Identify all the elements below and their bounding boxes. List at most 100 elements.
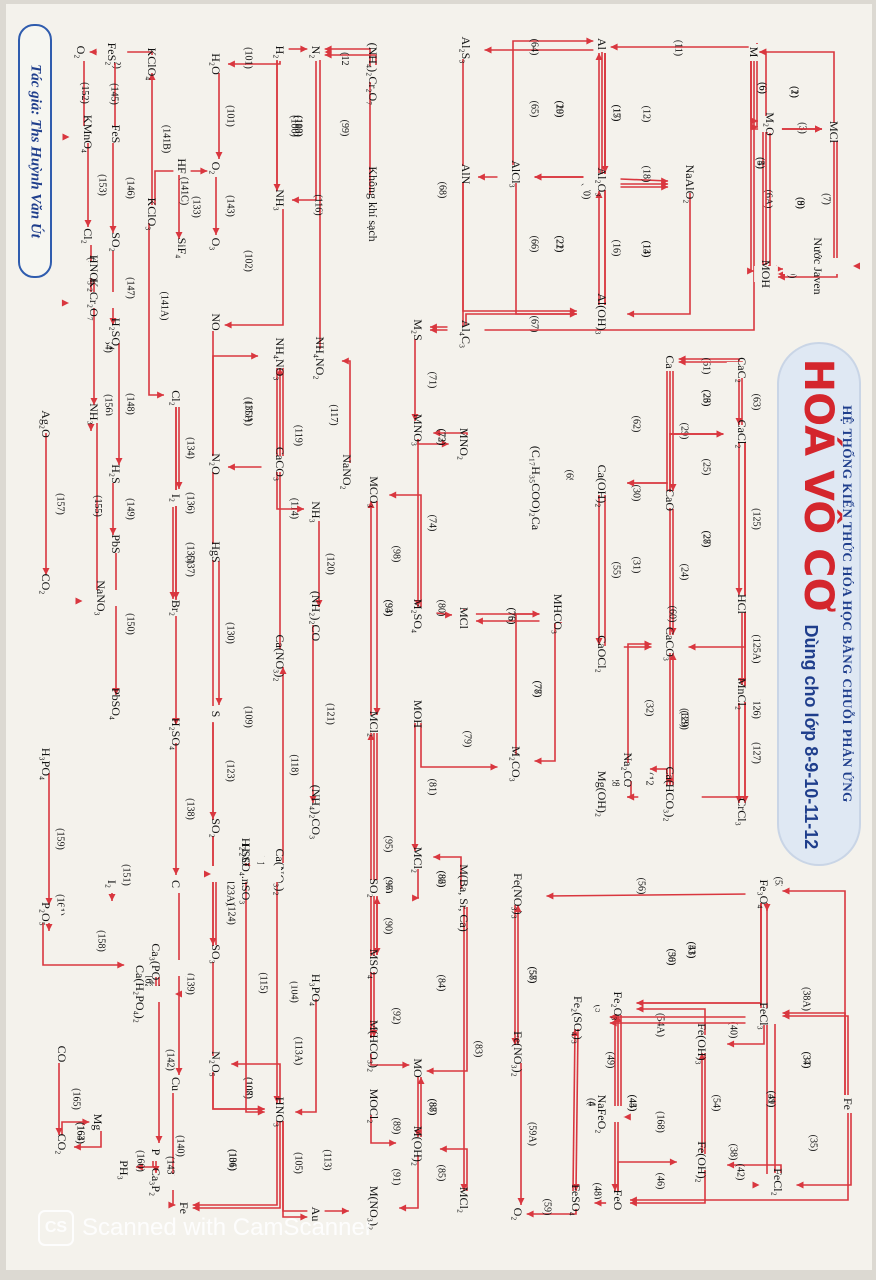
arrowhead-icon bbox=[661, 177, 669, 185]
reaction-number: (126) bbox=[751, 697, 762, 719]
reaction-arrow bbox=[112, 553, 120, 695]
reaction-arrow bbox=[373, 897, 381, 955]
compound-label: NH₄NO₂ bbox=[313, 336, 327, 379]
reaction-number: (63) bbox=[751, 394, 762, 411]
arrowhead-icon bbox=[759, 48, 767, 56]
reaction-arrow-line bbox=[426, 907, 468, 1072]
node-background bbox=[402, 422, 434, 438]
reaction-arrow-line bbox=[370, 1115, 397, 1144]
reaction-arrow bbox=[370, 1115, 397, 1147]
reaction-number: (107) bbox=[243, 1077, 254, 1099]
arrowhead-icon bbox=[168, 1201, 176, 1209]
reaction-diagram: (1)(2)(6)(3)(6A)(8)(9)(7)(10)(5)(4)(15)(… bbox=[27, 36, 860, 1230]
node-background bbox=[287, 608, 345, 624]
node-background bbox=[396, 1138, 440, 1154]
reaction-arrow bbox=[55, 1063, 63, 1135]
reaction-arrow bbox=[172, 407, 180, 725]
compound-label: Na₂CO₃ bbox=[621, 752, 635, 791]
reaction-arrow bbox=[698, 1053, 706, 1153]
reaction-number: (100) bbox=[289, 115, 300, 137]
reaction-number: (40) bbox=[728, 1022, 739, 1039]
arrowhead-icon bbox=[109, 226, 117, 233]
reaction-arrow bbox=[627, 371, 668, 487]
node-background bbox=[207, 314, 225, 330]
reaction-number: (7) bbox=[821, 193, 832, 205]
node-background bbox=[661, 354, 679, 370]
arrowhead-icon bbox=[414, 1130, 422, 1137]
reaction-number: (168) bbox=[655, 1111, 666, 1133]
reaction-number: (46) bbox=[655, 1173, 666, 1190]
node-background bbox=[30, 906, 62, 922]
node-background bbox=[730, 596, 754, 612]
node-background bbox=[676, 1036, 728, 1052]
compound-label: Ag₂O bbox=[39, 410, 53, 438]
arrowhead-icon bbox=[609, 1019, 617, 1027]
node-background bbox=[164, 390, 188, 406]
reaction-number: (35) bbox=[808, 1135, 819, 1152]
reaction-arrow bbox=[168, 1093, 176, 1209]
reaction-arrow bbox=[279, 667, 287, 863]
reaction-number: (113) bbox=[322, 1149, 333, 1170]
reaction-arrow-line bbox=[515, 183, 577, 315]
arrowhead-icon bbox=[727, 1040, 735, 1048]
node-background bbox=[204, 56, 228, 72]
arrowhead-icon bbox=[782, 1009, 790, 1017]
compound-label: HF bbox=[175, 158, 189, 174]
node-background bbox=[723, 804, 761, 820]
compound-label: M₂CO₃ bbox=[509, 746, 523, 782]
arrowhead-icon bbox=[594, 1199, 602, 1207]
reaction-arrow bbox=[484, 46, 603, 54]
reaction-arrow bbox=[172, 743, 180, 875]
reaction-number: (163) bbox=[75, 1122, 86, 1144]
reaction-arrow bbox=[433, 429, 468, 437]
reaction-arrow bbox=[515, 183, 577, 318]
reaction-arrow bbox=[209, 723, 217, 819]
arrowhead-icon bbox=[627, 479, 635, 487]
reaction-arrow bbox=[517, 1063, 525, 1205]
arrowhead-icon bbox=[514, 905, 522, 912]
node-background bbox=[167, 490, 185, 506]
reaction-number: (128A) bbox=[610, 769, 621, 798]
node-background bbox=[328, 464, 366, 480]
arrowhead-icon bbox=[209, 812, 217, 819]
node-background bbox=[576, 786, 628, 802]
reaction-number: (6) bbox=[757, 82, 768, 94]
arrowhead-icon bbox=[62, 133, 70, 141]
node-background bbox=[150, 1144, 162, 1160]
reaction-number: (138) bbox=[185, 798, 196, 820]
reaction-arrow bbox=[414, 439, 422, 607]
reaction-number: (134) bbox=[185, 437, 196, 459]
node-background bbox=[651, 636, 689, 652]
compound-label: CaO bbox=[663, 489, 677, 511]
node-background bbox=[638, 786, 702, 802]
reaction-arrow bbox=[611, 1015, 619, 1191]
arrowhead-icon bbox=[610, 43, 618, 51]
reaction-number: (135) bbox=[185, 542, 196, 564]
compound-label: Không khí sạch bbox=[366, 166, 380, 241]
compound-label: H₂SO₄.nSO₃ bbox=[239, 844, 253, 905]
arrowhead-icon bbox=[429, 326, 437, 334]
compound-label: Ca(OH)₂ bbox=[595, 465, 609, 508]
compound-label: AlCl₃ bbox=[509, 160, 523, 188]
compound-label: CO₂ bbox=[39, 574, 53, 595]
reaction-arrow bbox=[777, 141, 838, 281]
node-background bbox=[406, 706, 430, 722]
compound-label: Ca(HCO₃)₂ bbox=[663, 766, 677, 821]
node-background bbox=[448, 1192, 480, 1208]
arrowhead-icon bbox=[257, 1108, 265, 1116]
compound-label: MO bbox=[411, 1058, 425, 1078]
node-background bbox=[447, 42, 485, 58]
node-background bbox=[497, 166, 535, 182]
reaction-number: (65) bbox=[529, 101, 540, 118]
node-background bbox=[593, 36, 611, 52]
compound-label: NH₃ bbox=[309, 501, 323, 523]
reaction-number: (4) bbox=[755, 157, 766, 169]
compound-label: NH₃ bbox=[87, 403, 101, 425]
node-background bbox=[606, 764, 650, 780]
node-background bbox=[304, 504, 328, 520]
arrowhead-icon bbox=[45, 924, 53, 931]
node-background bbox=[419, 890, 509, 906]
compound-label: Au bbox=[309, 1207, 323, 1222]
node-background bbox=[676, 1154, 728, 1170]
reaction-arrow bbox=[373, 501, 381, 715]
